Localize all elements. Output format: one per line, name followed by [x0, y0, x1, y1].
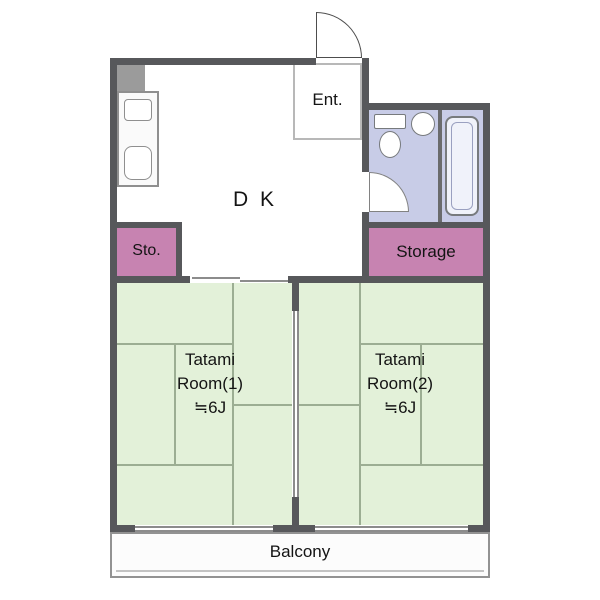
tatami-line — [232, 283, 234, 525]
dk-label: D K — [232, 188, 277, 211]
wall-bath-divider — [438, 110, 442, 222]
wall-middle-left — [110, 276, 190, 283]
kitchen-sink-icon — [124, 146, 152, 180]
wall-entrance-right-lower — [362, 212, 369, 283]
tatami-line — [117, 464, 234, 466]
wall-bottom-segment — [110, 525, 135, 532]
entrance-label: Ent. — [312, 90, 343, 109]
wall-top — [110, 58, 316, 65]
window-room2-balcony — [315, 526, 468, 528]
bathtub-inner-line — [451, 122, 473, 210]
tatami-room-1-label: Tatami Room(1) ≒6J — [140, 348, 280, 420]
tatami-line — [234, 404, 292, 406]
storage-label: Storage — [396, 242, 456, 261]
washbasin-icon — [411, 112, 435, 136]
entrance-area — [293, 63, 362, 140]
tatami-room-2-label: Tatami Room(2) ≒6J — [330, 348, 470, 420]
tatami-room-1-label-line2: Room(1) — [176, 374, 244, 393]
kitchen-stove-icon — [124, 99, 152, 121]
wall-sto-right — [176, 222, 182, 283]
sliding-door-room-divider — [297, 311, 299, 497]
balcony-label: Balcony — [269, 542, 331, 561]
wall-bottom-segment — [273, 525, 315, 532]
window-room2-balcony — [315, 530, 468, 532]
wall-bathroom-top — [369, 103, 490, 110]
balcony-railing-line — [116, 570, 484, 572]
sto-label: Sto. — [132, 242, 161, 259]
wall-right — [483, 103, 490, 530]
window-room1-balcony — [135, 530, 273, 532]
tatami-line — [299, 404, 359, 406]
wall-room-divider-stub-top — [292, 283, 299, 311]
sliding-door-room-divider — [293, 311, 295, 497]
tatami-room-1-label-line1: Tatami — [184, 350, 236, 369]
storage-room-floor — [369, 228, 483, 276]
toilet-tank-icon — [374, 114, 406, 129]
entry-door-swing-icon — [316, 12, 362, 58]
wall-room-divider-stub-bottom — [292, 497, 299, 525]
tatami-line — [361, 464, 483, 466]
tatami-room-2-label-line1: Tatami — [374, 350, 426, 369]
sto-room-floor — [117, 228, 176, 276]
bathtub-icon — [445, 116, 479, 216]
wall-left — [110, 58, 117, 530]
wall-middle-right — [288, 276, 483, 283]
tatami-room-1-label-line3: ≒6J — [193, 398, 227, 417]
balcony-area — [110, 532, 490, 578]
sliding-door-dk-room1 — [240, 280, 288, 282]
tatami-room-2-label-line3: ≒6J — [383, 398, 417, 417]
wall-bottom-segment — [468, 525, 490, 532]
toilet-bowl-icon — [379, 131, 401, 158]
wall-entrance-right-upper — [362, 58, 369, 172]
sliding-door-dk-room1 — [192, 277, 240, 279]
window-room1-balcony — [135, 526, 273, 528]
tatami-room-2-label-line2: Room(2) — [366, 374, 434, 393]
wall-sto-top — [110, 222, 182, 228]
refrigerator-icon — [115, 63, 145, 91]
tatami-line — [420, 344, 422, 465]
tatami-line — [361, 343, 483, 345]
tatami-line — [359, 283, 361, 525]
tatami-line — [174, 344, 176, 465]
wall-bathroom-bottom — [369, 222, 483, 228]
